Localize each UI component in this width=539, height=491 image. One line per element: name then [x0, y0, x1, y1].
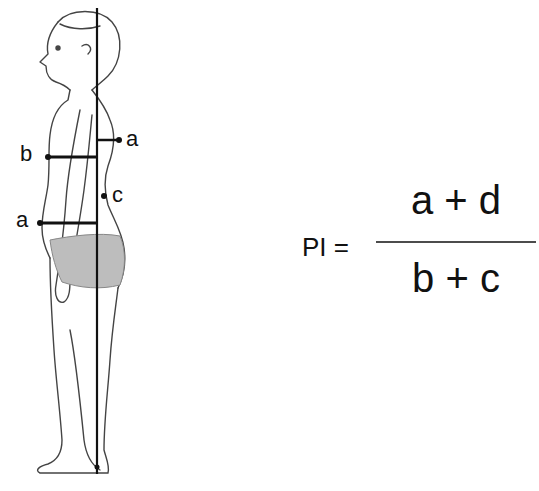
- measure-letter: a: [16, 209, 28, 231]
- formula-denominator: b + c: [412, 258, 500, 298]
- measure-letter: c: [112, 184, 123, 206]
- formula-numerator: a + d: [411, 180, 501, 220]
- measure-letter: a: [126, 128, 138, 150]
- formula-lhs: PI =: [302, 234, 349, 260]
- measure-letter: b: [20, 143, 32, 165]
